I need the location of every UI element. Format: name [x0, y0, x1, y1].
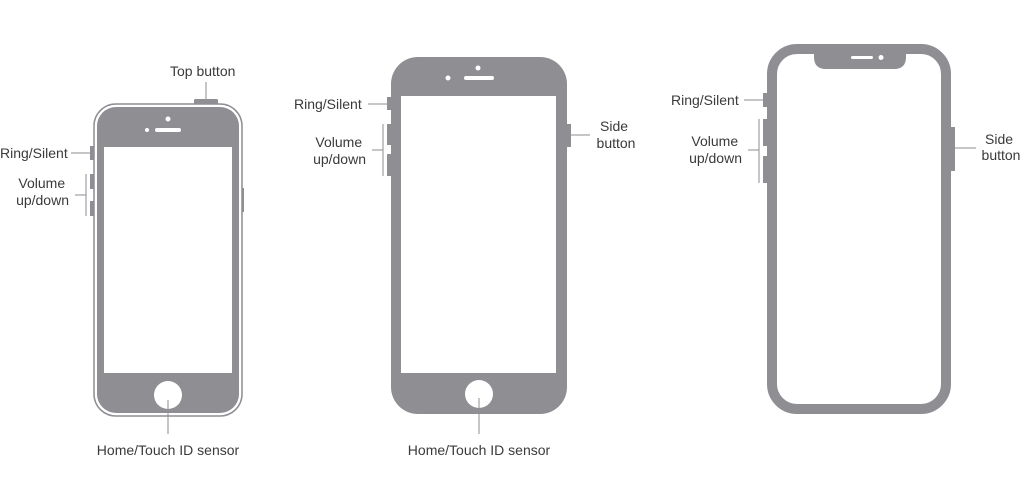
- ring-silent-label: Ring/Silent: [294, 96, 362, 112]
- leader-lines-se: [71, 82, 207, 434]
- ring-silent-label: Ring/Silent: [671, 92, 739, 108]
- device-iphone-se: Top button Ring/Silent Volume up/down Ho…: [0, 63, 244, 458]
- volume-down-button: [387, 154, 391, 176]
- volume-down-button: [90, 201, 94, 216]
- device-iphone-x: Ring/Silent Volume up/down Side button: [671, 44, 1021, 414]
- leader-lines-8: [368, 103, 590, 434]
- earpiece-speaker: [851, 56, 873, 59]
- home-button: [154, 381, 182, 409]
- ring-silent-switch: [763, 93, 767, 107]
- home-button: [465, 380, 493, 408]
- phone-side-edge: [242, 188, 244, 212]
- leader-lines-x: [744, 99, 976, 183]
- ring-silent-switch: [387, 97, 391, 110]
- earpiece-speaker: [464, 76, 494, 80]
- ring-silent-switch: [90, 146, 94, 160]
- side-button: [567, 124, 571, 147]
- front-camera-icon: [475, 65, 481, 71]
- side-button-label: Side button: [597, 118, 636, 151]
- volume-label: Volume up/down: [689, 133, 742, 166]
- phone-screen: [104, 147, 232, 373]
- front-camera-icon: [878, 55, 884, 60]
- volume-label: Volume up/down: [16, 175, 69, 208]
- earpiece-speaker: [155, 128, 181, 132]
- side-button: [951, 127, 955, 171]
- side-button-label: Side button: [982, 131, 1021, 163]
- ring-silent-label: Ring/Silent: [0, 145, 68, 161]
- sensor-dot-icon: [145, 128, 149, 132]
- volume-up-button: [90, 174, 94, 189]
- volume-label: Volume up/down: [313, 134, 366, 167]
- home-sensor-label: Home/Touch ID sensor: [408, 442, 551, 458]
- volume-up-button: [763, 119, 767, 146]
- home-sensor-label: Home/Touch ID sensor: [97, 442, 240, 458]
- front-camera-icon: [165, 116, 171, 122]
- sensor-dot-icon: [445, 75, 451, 81]
- top-button-label: Top button: [170, 63, 235, 79]
- device-iphone-8: Ring/Silent Volume up/down Side button H…: [294, 57, 635, 458]
- volume-up-button: [387, 124, 391, 145]
- volume-down-button: [763, 156, 767, 183]
- phone-frame: [767, 44, 951, 414]
- phone-screen: [401, 96, 556, 373]
